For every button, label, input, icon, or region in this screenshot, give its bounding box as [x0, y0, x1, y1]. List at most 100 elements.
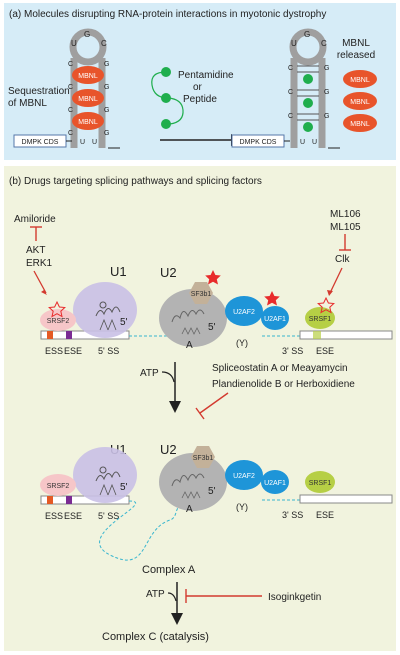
- u1-5prime-label: 5': [120, 482, 128, 493]
- u1-pairing: [99, 483, 117, 496]
- complex-a-label: Complex A: [142, 564, 196, 576]
- u2af2-protein: [225, 460, 263, 490]
- ese-label-right: ESE: [316, 510, 334, 520]
- panel-a-title: (a) Molecules disrupting RNA-protein int…: [9, 9, 326, 20]
- u1-snrnp: [73, 447, 137, 503]
- nt-label: C: [68, 61, 73, 68]
- mbnl-released: [343, 114, 377, 132]
- atp-label: ATP: [140, 368, 159, 379]
- nt-label: C: [68, 130, 73, 137]
- nt-label: C: [288, 89, 293, 96]
- sequestration-label-2: of MBNL: [8, 98, 47, 109]
- ml105-label: ML105: [330, 222, 361, 233]
- mbnl-protein: [72, 66, 104, 84]
- nt-label: G: [84, 30, 90, 39]
- nt-label: C: [288, 113, 293, 120]
- panel-b: (b) Drugs targeting splicing pathways an…: [4, 166, 396, 651]
- u2-label: U2: [160, 442, 177, 457]
- sf3b1-label: SF3b1: [193, 455, 214, 462]
- isoginkgetin-label: Isoginkgetin: [268, 592, 321, 603]
- u2af1-label: U2AF1: [264, 316, 286, 323]
- nt-label: C: [68, 107, 73, 114]
- mbnl-label: MBNL: [350, 77, 370, 84]
- nt-label: G: [104, 130, 109, 137]
- nt-label: G: [104, 61, 109, 68]
- released-label: MBNL: [342, 38, 370, 49]
- srsf2-protein: [40, 309, 76, 331]
- bound-drug: [303, 122, 313, 132]
- five-ss-label: 5' SS: [98, 346, 119, 356]
- sequestration-label: Sequestration: [8, 86, 70, 97]
- u1-rna: [95, 306, 121, 317]
- u1-snrnp: [73, 282, 137, 338]
- hairpin-right: U G C C C C G G G U U: [288, 28, 329, 148]
- panel-b-background: [4, 166, 396, 651]
- nt-label: U: [80, 139, 85, 146]
- hairpin-loop-left: [69, 28, 107, 66]
- complex-e: U1 U2 5' SRSF2 ESS ESE 5' SS: [40, 264, 393, 356]
- u1-rna: [95, 471, 121, 482]
- dmpk-cds-label: DMPK CDS: [22, 139, 59, 146]
- u2af2-label: U2AF2: [233, 309, 255, 316]
- activation-arrow: [329, 267, 343, 294]
- nt-label: C: [288, 65, 293, 72]
- drug-molecule: [151, 67, 184, 129]
- nt-label: G: [104, 84, 109, 91]
- srsf1-label: SRSF1: [309, 480, 332, 487]
- released-label-2: released: [337, 50, 375, 61]
- three-ss-label: 3' SS: [282, 346, 303, 356]
- drug-bead: [161, 119, 171, 129]
- phosphorylation-star: [264, 291, 280, 306]
- ese-element: [66, 496, 72, 504]
- mbnl-protein: [72, 89, 104, 107]
- activation-arrow: [33, 270, 47, 294]
- panel-a: (a) Molecules disrupting RNA-protein int…: [4, 3, 396, 160]
- u2-pairing: [181, 327, 201, 335]
- mbnl-label: MBNL: [78, 119, 98, 126]
- srsf2-label: SRSF2: [47, 318, 70, 325]
- u1-rna-loop: [99, 301, 107, 309]
- hairpin-loop-right: [289, 28, 327, 66]
- ess-label: ESS: [45, 346, 63, 356]
- u2-label: U2: [160, 265, 177, 280]
- mbnl-protein: [72, 112, 104, 130]
- branch-a-label: A: [186, 504, 193, 515]
- mbnl-label: MBNL: [350, 121, 370, 128]
- ml106-label: ML106: [330, 209, 361, 220]
- u2-snrnp: [159, 289, 227, 347]
- srsf1-label: SRSF1: [309, 316, 332, 323]
- exon-right: [299, 330, 393, 340]
- u1-label: U1: [110, 264, 127, 279]
- erk1-label: ERK1: [26, 258, 53, 269]
- complex-a: U1 U2 5' SRSF2 ESS ESE 5' SS A 5' SF3: [40, 442, 393, 561]
- ese-label: ESE: [64, 346, 82, 356]
- sf3b1-protein: [189, 282, 213, 304]
- u2af1-label: U2AF1: [264, 480, 286, 487]
- nt-label: G: [324, 113, 329, 120]
- ess-label: ESS: [45, 511, 63, 521]
- phosphorylation-star-outline: [317, 296, 335, 314]
- ess-element: [47, 496, 53, 504]
- drug-label-or: or: [193, 82, 203, 93]
- nt-label: U: [71, 39, 77, 48]
- u1-5prime-label: 5': [120, 317, 128, 328]
- atp-curve: [167, 592, 177, 602]
- akt-label: AKT: [26, 245, 45, 256]
- bound-drug: [303, 98, 313, 108]
- bound-drug: [303, 74, 313, 84]
- phosphorylation-star-outline: [48, 300, 66, 318]
- atp-label-2: ATP: [146, 589, 165, 600]
- phosphorylation-star: [205, 270, 221, 285]
- atp-curve: [161, 371, 175, 383]
- u2-5prime-label: 5': [208, 322, 216, 333]
- nt-label: G: [324, 89, 329, 96]
- mbnl-label: MBNL: [78, 96, 98, 103]
- srsf2-label: SRSF2: [47, 483, 70, 490]
- mbnl-released: [343, 70, 377, 88]
- panel-a-background: [4, 3, 396, 160]
- branch-a-label: A: [186, 340, 193, 351]
- srsf2-protein: [40, 474, 76, 496]
- inhibit-line: [199, 392, 229, 414]
- u2-rna: [171, 473, 205, 487]
